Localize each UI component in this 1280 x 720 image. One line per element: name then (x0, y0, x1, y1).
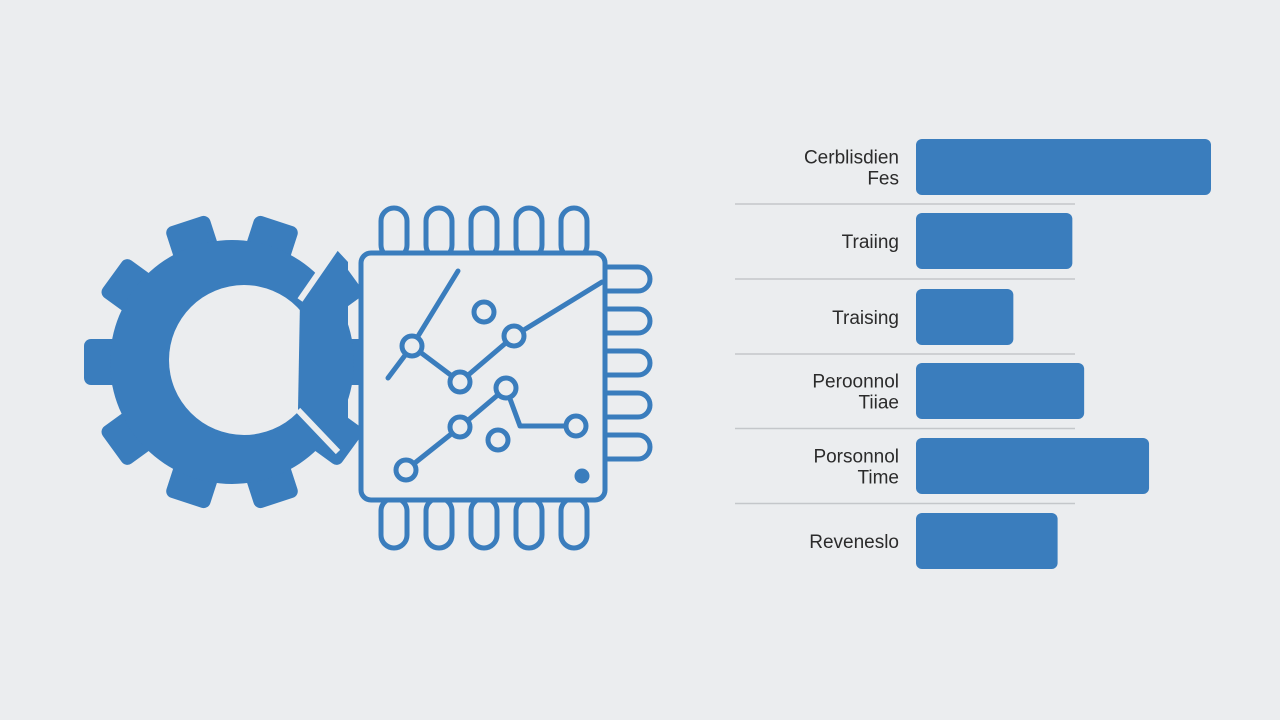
bar-4 (916, 438, 1150, 494)
category-label-2: Traising (832, 308, 899, 329)
category-label-line: Fes (867, 169, 899, 190)
category-label-line: Traising (832, 308, 899, 329)
circuit-chip-icon (358, 205, 653, 551)
bar-5 (916, 513, 1058, 569)
category-label-line: Tiiae (859, 393, 899, 414)
category-label-line: Traiing (842, 232, 899, 253)
category-label-line: Cerblisdien (804, 148, 899, 169)
bar-3 (916, 363, 1085, 419)
category-label-line: Time (857, 468, 899, 489)
category-label-line: Reveneslo (809, 532, 899, 553)
category-label-1: Traiing (842, 232, 899, 253)
category-label-line: Porsonnol (813, 447, 899, 468)
bar-2 (916, 289, 1014, 345)
category-label-line: Peroonnol (812, 372, 899, 393)
bar-1 (916, 213, 1073, 269)
bar-0 (916, 139, 1211, 195)
gear-icon (84, 215, 380, 509)
category-label-5: Reveneslo (809, 532, 899, 553)
